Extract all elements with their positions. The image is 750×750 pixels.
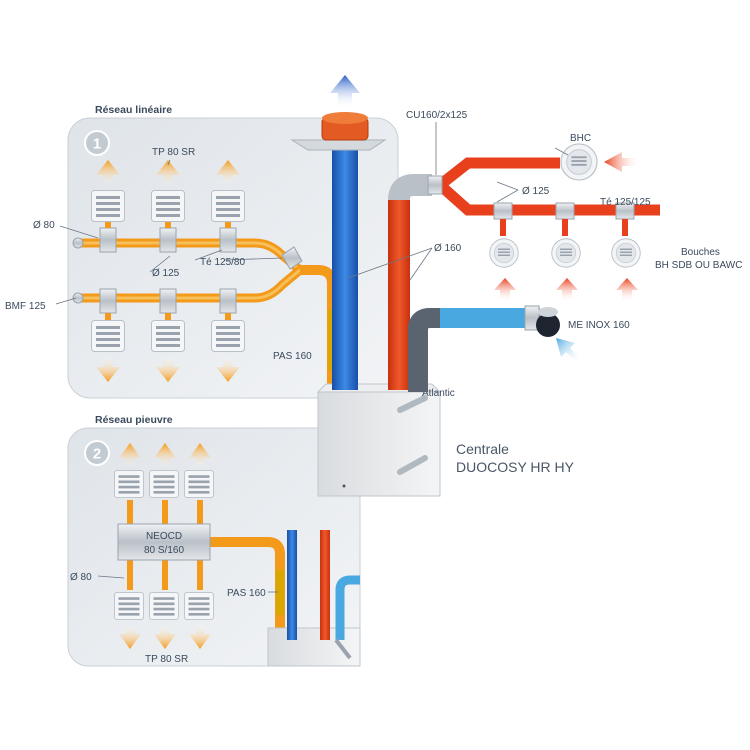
label-d80-2: Ø 80 <box>70 572 92 583</box>
airflow-up-arrows-2 <box>119 443 211 468</box>
label-d125-1: Ø 125 <box>152 268 180 279</box>
bouche-inflow-arrows <box>494 278 638 302</box>
fresh-inflow-arrow <box>556 338 580 362</box>
step-2-badge <box>84 440 110 466</box>
supply-duct-mini <box>320 530 330 640</box>
te-fittings-lower <box>99 288 237 314</box>
me-inox-160-terminal <box>536 313 560 337</box>
grille-p2-lower-2 <box>149 592 179 620</box>
airflow-down-arrows <box>96 356 240 382</box>
step-1-badge <box>84 130 110 156</box>
centrale-brand: Atlantic <box>422 388 455 399</box>
neocd-line1: NEOCD <box>146 531 182 542</box>
grille-lower-3 <box>211 320 245 352</box>
centrale-label-2: DUOCOSY HR HY <box>456 459 575 475</box>
label-pas160-1: PAS 160 <box>273 351 312 362</box>
bmf-cap-lower <box>72 292 84 304</box>
step-2-number: 2 <box>93 446 101 463</box>
neocd-box <box>117 523 211 561</box>
reseau-pieuvre-title: Réseau pieuvre <box>95 414 173 426</box>
airflow-down-arrows-2 <box>119 624 211 649</box>
grille-p2-upper-1 <box>114 470 144 498</box>
exhaust-arrow <box>330 75 360 108</box>
pas-160-silencer-2 <box>276 570 284 615</box>
bouche-1 <box>489 238 519 268</box>
reseau-lineaire-title: Réseau linéaire <box>95 104 172 116</box>
exhaust-duct <box>332 140 358 390</box>
step-1-number: 1 <box>93 136 101 153</box>
label-bouches-2: BH SDB OU BAWC <box>655 260 742 271</box>
grille-upper-3 <box>211 190 245 222</box>
centrale-unit: Atlantic <box>316 383 455 497</box>
neocd-line2: 80 S/160 <box>144 545 184 556</box>
label-tp80sr-2: TP 80 SR <box>145 654 188 665</box>
grille-lower-1 <box>91 320 125 352</box>
roof-plate <box>290 139 387 151</box>
bhc-bouche <box>560 143 598 181</box>
label-pas160-2: PAS 160 <box>227 588 266 599</box>
label-te-125-125: Té 125/125 <box>600 197 651 208</box>
bmf-cap-upper <box>72 237 84 249</box>
label-bmf-125: BMF 125 <box>5 301 46 312</box>
bouche-3 <box>611 238 641 268</box>
label-d160: Ø 160 <box>434 243 462 254</box>
label-bouches-1: Bouches <box>681 247 720 258</box>
supply-main-duct <box>388 200 410 390</box>
label-cu160: CU160/2x125 <box>406 110 468 121</box>
centrale-mini <box>267 627 361 667</box>
airflow-up-arrows <box>96 160 240 186</box>
label-me-inox: ME INOX 160 <box>568 320 630 331</box>
grille-p2-lower-3 <box>184 592 214 620</box>
y-junction <box>281 246 303 270</box>
te-fittings-upper <box>99 227 237 253</box>
grille-p2-upper-2 <box>149 470 179 498</box>
grille-p2-lower-1 <box>114 592 144 620</box>
grille-p2-upper-3 <box>184 470 214 498</box>
cu-160-2x125 <box>427 175 443 195</box>
centrale-label-1: Centrale <box>456 441 509 457</box>
reseau-pieuvre-panel: 2 NEOCD 80 S/160 <box>67 427 361 667</box>
label-te-125-80: Té 125/80 <box>200 257 245 268</box>
label-bhc: BHC <box>570 133 591 144</box>
bouche-2 <box>551 238 581 268</box>
grille-upper-1 <box>91 190 125 222</box>
bhc-inflow-arrow <box>604 152 640 172</box>
extract-duct-mini <box>287 530 297 640</box>
label-d125-right: Ø 125 <box>522 186 550 197</box>
grille-lower-2 <box>151 320 185 352</box>
grille-upper-2 <box>151 190 185 222</box>
label-d80-1: Ø 80 <box>33 220 55 231</box>
label-tp80sr-1: TP 80 SR <box>152 147 195 158</box>
